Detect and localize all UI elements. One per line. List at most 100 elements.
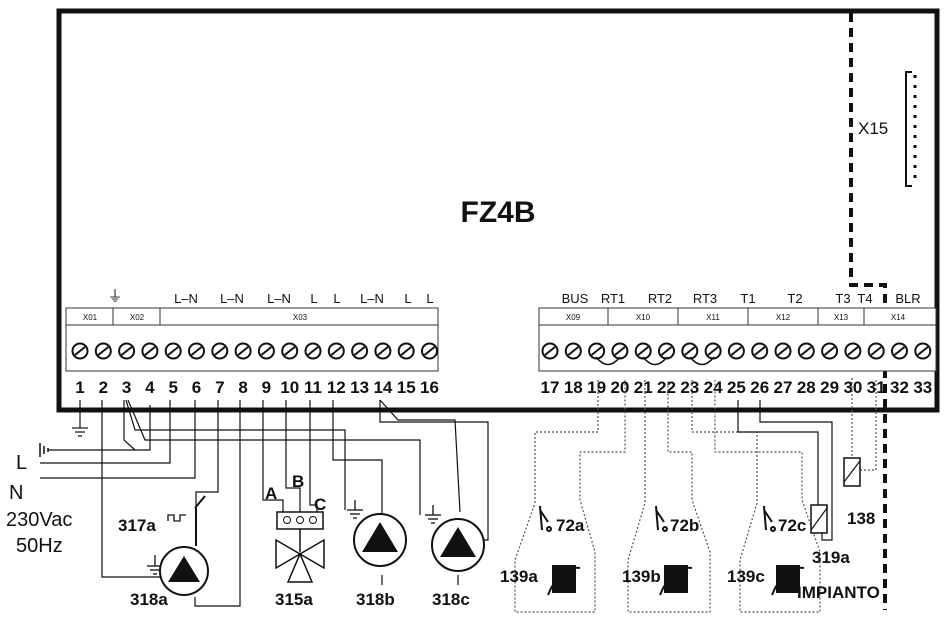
sensor-139c-icon: [771, 565, 805, 596]
terminal-number: 31: [867, 378, 886, 397]
supply-line-label: L: [16, 452, 27, 474]
control-board: [56, 8, 940, 413]
label-318a: 318a: [130, 590, 168, 609]
connector-x12: X12: [776, 313, 791, 322]
terminal-number: 12: [327, 378, 346, 397]
label-72a: 72a: [556, 516, 585, 535]
terminal-screw: [867, 342, 885, 360]
terminal-number: 9: [262, 378, 271, 397]
terminal-function-label: L–N: [174, 291, 198, 306]
terminal-number: 19: [587, 378, 606, 397]
terminal-function-label: L: [404, 291, 411, 306]
terminal-screw: [304, 342, 322, 360]
supply-earth-icon: [39, 443, 49, 457]
terminal-number: 16: [420, 378, 439, 397]
terminal-number: 11: [304, 378, 322, 397]
terminal-number: 17: [541, 378, 560, 397]
terminal-number: 14: [373, 378, 392, 397]
terminal-screw: [891, 342, 908, 360]
thermostat-317a-icon: [167, 495, 206, 546]
terminal-function-label: L–N: [220, 291, 244, 306]
terminal-screw: [821, 342, 839, 360]
x15-connector: X15: [858, 71, 917, 187]
terminal-screw: [797, 342, 815, 360]
valve-port-b: B: [292, 472, 304, 491]
room-unit-72a-icon: [539, 505, 552, 532]
label-319a: 319a: [812, 548, 850, 567]
earth-icons: [147, 500, 441, 575]
valve-port-c: C: [314, 495, 326, 514]
terminal-number: 5: [168, 378, 177, 397]
terminal-number: 15: [397, 378, 416, 397]
terminal-number: 10: [280, 378, 299, 397]
label-138: 138: [847, 509, 875, 528]
terminal-screw: [211, 342, 229, 360]
terminal-function-label: RT2: [648, 291, 672, 306]
label-315a: 315a: [275, 590, 313, 609]
terminal-number: 28: [797, 378, 816, 397]
terminal-number: 27: [774, 378, 793, 397]
terminal-screw: [564, 342, 582, 360]
terminal-number: 4: [145, 378, 155, 397]
connector-x01: X01: [83, 313, 98, 322]
terminal-function-label: RT3: [693, 291, 717, 306]
terminal-screw: [681, 342, 699, 360]
sensor-139a-icon: [547, 565, 581, 596]
terminal-screw: [658, 342, 675, 360]
terminal-number: 6: [192, 378, 201, 397]
terminal-screw: [327, 342, 345, 360]
connector-x09: X09: [566, 313, 581, 322]
terminal-screw: [704, 342, 722, 360]
connector-x02: X02: [130, 313, 145, 322]
label-318c: 318c: [432, 590, 470, 609]
terminal-screw: [281, 342, 299, 360]
sensor-319a-wiring: [737, 400, 833, 541]
terminal-number: 3: [122, 378, 131, 397]
terminal-function-label: L: [333, 291, 340, 306]
terminal-function-label: RT1: [601, 291, 625, 306]
terminal-screw: [234, 342, 252, 360]
supply-frequency-label: 50Hz: [16, 535, 63, 557]
board-title: FZ4B: [461, 196, 536, 229]
terminal-number: 32: [890, 378, 909, 397]
terminal-function-label: L–N: [360, 291, 384, 306]
terminal-function-label: BLR: [895, 291, 920, 306]
pump-318b-icon: [353, 513, 407, 567]
pump-318c-icon: [431, 518, 485, 572]
connector-x10: X10: [636, 313, 651, 322]
valve-315a-icon: [275, 511, 325, 583]
connector-x11: X11: [706, 313, 720, 322]
terminal-number: 25: [727, 378, 746, 397]
terminal-number: 29: [820, 378, 839, 397]
sensor-319a-icon: [810, 504, 828, 534]
terminal-screw: [71, 342, 89, 360]
terminal-function-label: L–N: [267, 291, 291, 306]
terminal-function-label: BUS: [562, 291, 589, 306]
label-317a: 317a: [118, 516, 156, 535]
terminal-screw: [634, 342, 652, 360]
terminal-number: 23: [680, 378, 699, 397]
terminal-number: 33: [913, 378, 932, 397]
terminal-screw: [727, 342, 745, 360]
terminal-screw: [351, 342, 369, 360]
label-impianto: IMPIANTO: [797, 583, 880, 602]
terminal-screw: [94, 342, 112, 360]
terminal-screw: [914, 342, 932, 360]
wiring: [40, 399, 489, 607]
terminal-screw: [588, 342, 606, 360]
terminal-number: 30: [843, 378, 862, 397]
terminal-number: 21: [634, 378, 653, 397]
valve-port-a: A: [265, 484, 277, 503]
terminal-jumpers: [595, 356, 715, 366]
room-unit-72b-icon: [655, 505, 668, 532]
pump-318a-icon: [159, 546, 209, 596]
terminal-screw: [421, 342, 438, 360]
terminal-number: 13: [350, 378, 369, 397]
terminal-screw: [751, 342, 769, 360]
connector-x14: X14: [891, 313, 906, 322]
terminal-screw: [257, 342, 275, 360]
terminal-screw: [774, 342, 792, 360]
terminal-screw: [374, 342, 392, 360]
